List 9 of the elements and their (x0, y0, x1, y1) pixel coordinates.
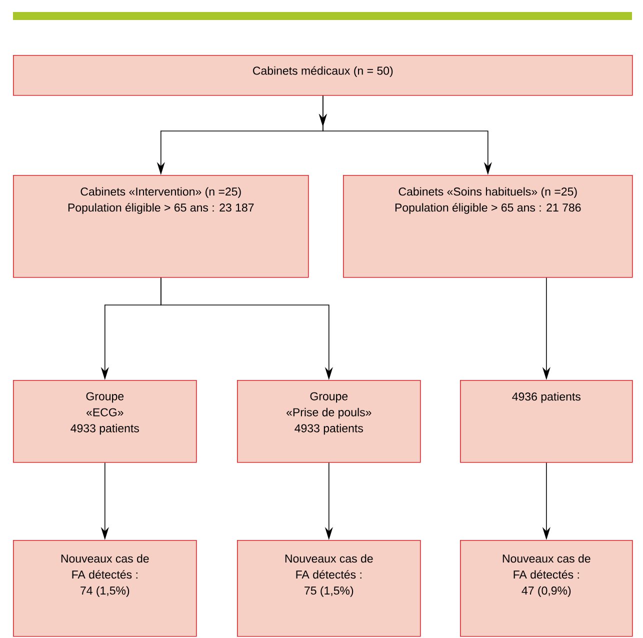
process-box: Groupe «Prise de pouls» 4933 patients (237, 380, 421, 463)
process-box: Groupe «ECG» 4933 patients (13, 380, 197, 463)
process-box: 4936 patients (460, 380, 633, 463)
process-box: Nouveaux cas de FA détectés : 74 (1,5%) (13, 540, 197, 637)
process-box: Cabinets médicaux (n = 50) (13, 55, 633, 96)
process-box: Cabinets «Intervention» (n =25) Population éligible > 65 ans : 23 187 (13, 175, 309, 278)
process-box: Cabinets «Soins habituels» (n =25) Population éligible > 65 ans : 21 786 (343, 175, 633, 278)
process-box: Nouveaux cas de FA détectés : 75 (1,5%) (237, 540, 421, 637)
process-box: Nouveaux cas de FA détectés : 47 (0,9%) (460, 540, 633, 637)
